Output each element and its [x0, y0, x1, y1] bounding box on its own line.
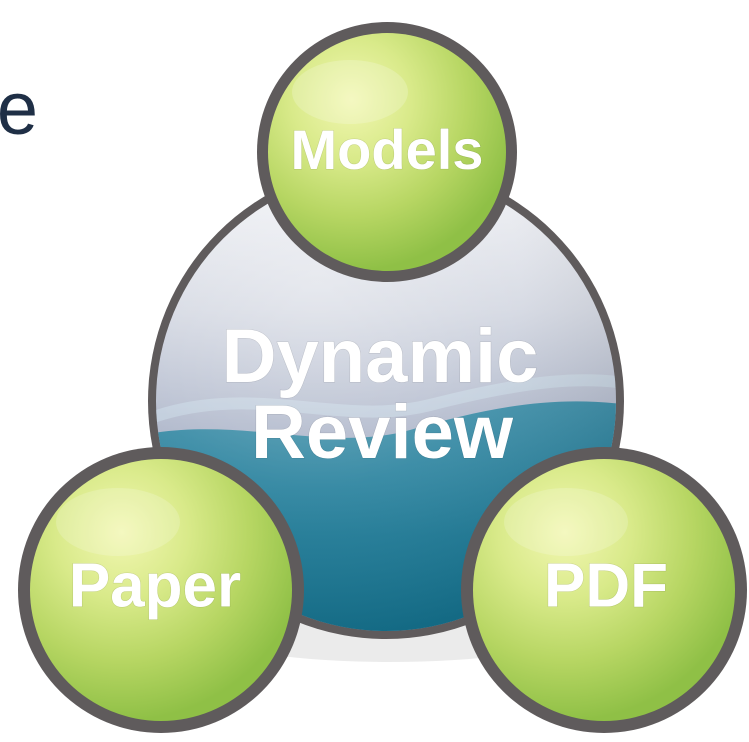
node-pdf: PDF [461, 447, 747, 733]
center-label-line-2: Review [251, 390, 514, 475]
node-label-paper: Paper [69, 551, 241, 620]
cropped-text: e [0, 72, 38, 150]
node-label-pdf: PDF [544, 551, 668, 620]
node-label-models: Models [291, 118, 484, 181]
node-models: Models [257, 22, 517, 282]
center-label-line-1: Dynamic [222, 314, 539, 399]
node-paper: Paper [18, 447, 304, 733]
